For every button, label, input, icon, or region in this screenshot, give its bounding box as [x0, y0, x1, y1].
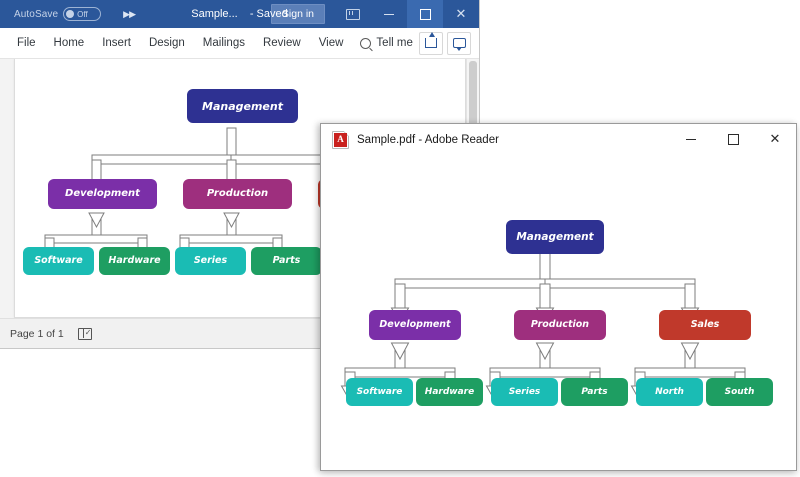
adobe-window-controls: ✕: [670, 124, 796, 155]
word-document-title: Sample...: [191, 8, 238, 20]
chart-node-series: Series: [175, 247, 246, 275]
comments-button[interactable]: [447, 31, 471, 55]
chart-node-label: Series: [193, 255, 228, 267]
ribbon-right-buttons: [419, 31, 471, 55]
word-title-bar: AutoSave Off ▶▶ Sample... - Saved Sign i…: [0, 0, 479, 28]
chart-node-label: Development: [65, 188, 140, 199]
chart-node-sales: Sales: [659, 310, 751, 340]
minimize-icon[interactable]: [670, 124, 712, 155]
more-commands-icon[interactable]: ▶▶: [123, 8, 136, 19]
adobe-document-view[interactable]: Management Development Production Sales …: [321, 155, 796, 470]
restore-icon[interactable]: [407, 0, 443, 28]
chart-node-label: Management: [202, 99, 283, 113]
comments-icon: [452, 38, 466, 51]
adobe-reader-window: Sample.pdf - Adobe Reader ✕: [320, 123, 797, 471]
chart-node-production: Production: [183, 179, 292, 209]
chart-node-software: Software: [346, 378, 413, 406]
tab-view[interactable]: View: [318, 37, 344, 49]
tab-insert[interactable]: Insert: [102, 37, 131, 49]
chart-node-development: Development: [48, 179, 157, 209]
chart-node-label: Management: [516, 230, 594, 243]
sign-in-button[interactable]: Sign in: [270, 4, 325, 24]
search-icon: [360, 37, 372, 49]
chart-node-label: Series: [508, 386, 541, 397]
autosave-toggle[interactable]: Off: [63, 7, 102, 21]
chart-node-management: Management: [506, 220, 604, 254]
autosave-label: AutoSave: [14, 8, 59, 20]
chart-node-label: Hardware: [108, 255, 161, 267]
adobe-title-bar: Sample.pdf - Adobe Reader ✕: [321, 124, 796, 156]
chart-node-series: Series: [491, 378, 558, 406]
word-saved-status: - Saved: [249, 8, 288, 20]
chart-node-label: Parts: [272, 255, 301, 267]
chart-node-parts: Parts: [561, 378, 628, 406]
tab-design[interactable]: Design: [148, 37, 185, 49]
autosave-toggle-knob: [66, 10, 75, 18]
pdf-file-icon: [332, 130, 349, 149]
autosave-state-label: Off: [77, 9, 88, 19]
chart-node-label: Development: [379, 319, 451, 331]
chart-node-north: North: [636, 378, 703, 406]
chart-node-parts: Parts: [251, 247, 322, 275]
chart-node-management: Management: [187, 89, 298, 123]
chart-node-label: Production: [530, 319, 590, 331]
word-ribbon-tabs: File Home Insert Design Mailings Review …: [0, 28, 479, 59]
word-document-title-group: Sample... - Saved: [0, 8, 479, 20]
share-button[interactable]: [419, 31, 443, 55]
chart-node-production: Production: [514, 310, 606, 340]
chart-node-hardware: Hardware: [416, 378, 483, 406]
chart-node-label: Hardware: [424, 386, 475, 397]
close-icon[interactable]: ✕: [455, 6, 467, 22]
chart-node-label: Software: [34, 255, 83, 267]
tab-file[interactable]: File: [17, 37, 36, 49]
share-icon: [425, 32, 437, 48]
chart-node-label: Production: [206, 188, 269, 199]
adobe-window-title: Sample.pdf - Adobe Reader: [357, 133, 499, 146]
tell-me-search[interactable]: Tell me: [360, 37, 413, 49]
ribbon-display-options-icon[interactable]: [335, 0, 371, 28]
chart-node-label: Parts: [581, 386, 608, 397]
proofing-errors-icon[interactable]: ✓: [77, 328, 92, 340]
chart-node-label: Sales: [690, 319, 720, 331]
chart-node-hardware: Hardware: [99, 247, 170, 275]
chart-node-software: Software: [23, 247, 94, 275]
chart-node-label: South: [724, 386, 755, 397]
tab-mailings[interactable]: Mailings: [202, 37, 245, 49]
page-indicator[interactable]: Page 1 of 1: [10, 327, 64, 340]
close-icon[interactable]: ✕: [769, 132, 781, 147]
tab-home[interactable]: Home: [53, 37, 85, 49]
word-titlebar-controls: Sign in ✕: [270, 0, 479, 28]
chart-node-label: North: [655, 386, 684, 397]
chart-node-development: Development: [369, 310, 461, 340]
autosave-control[interactable]: AutoSave Off: [14, 7, 102, 21]
chart-node-label: Software: [356, 386, 403, 397]
maximize-icon[interactable]: [712, 124, 754, 155]
status-bar-left: Page 1 of 1 ✓: [10, 327, 92, 340]
minimize-icon[interactable]: [371, 0, 407, 28]
tell-me-label: Tell me: [376, 37, 413, 49]
chart-node-south: South: [706, 378, 773, 406]
tab-review[interactable]: Review: [262, 37, 301, 49]
